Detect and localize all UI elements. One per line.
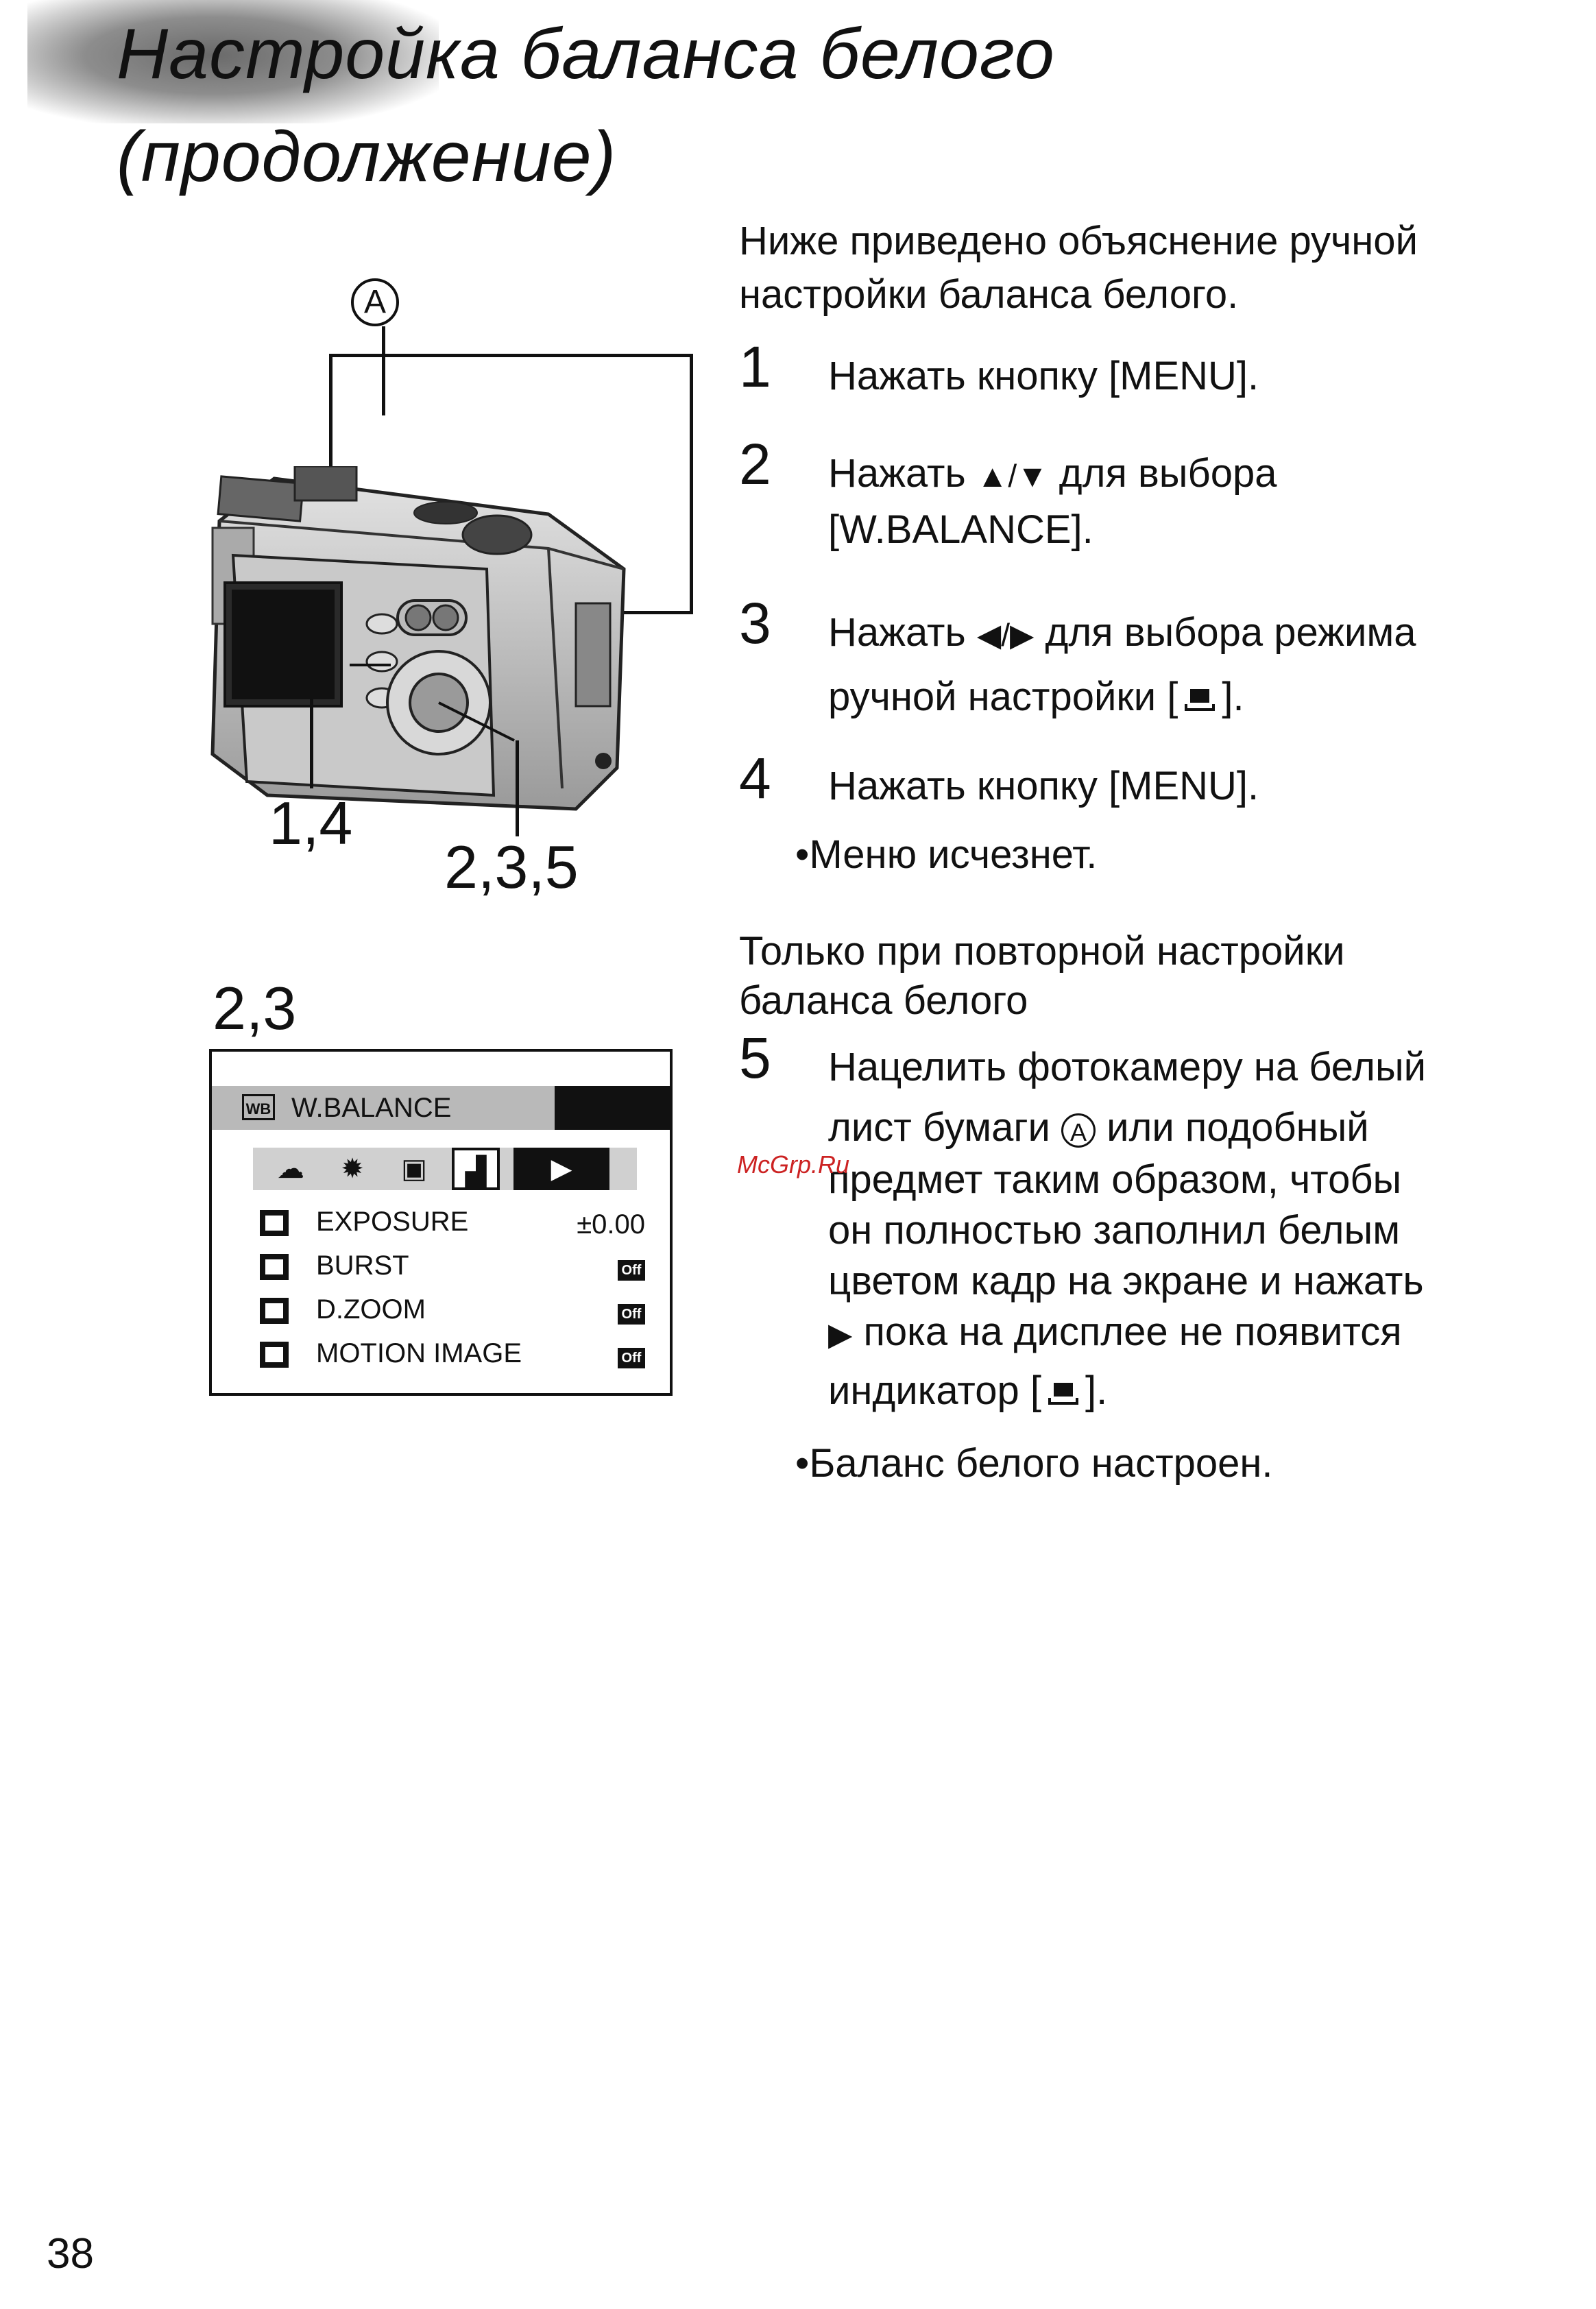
page-title-line2: (продолжение)	[117, 117, 617, 197]
right-arrow-icon: ▶	[828, 1316, 853, 1352]
step-3-number: 3	[739, 591, 771, 655]
step-5-line4: он полностью заполнил белым	[828, 1208, 1401, 1253]
step-5-line6: ▶ пока на дисплее не появится	[828, 1309, 1402, 1354]
menu-item-exposure[interactable]: EXPOSURE	[260, 1200, 468, 1244]
intro-line1: Ниже приведено объяснение ручной	[739, 219, 1418, 263]
frame-left	[329, 354, 332, 491]
menu-item-motion-image[interactable]: MOTION IMAGE	[260, 1331, 522, 1375]
cloudy-mode-icon[interactable]: ☁	[277, 1154, 304, 1184]
menu-title: W.BALANCE	[291, 1093, 452, 1123]
step-5-line1: Нацелить фотокамеру на белый	[828, 1045, 1427, 1089]
dzoom-value: Off	[618, 1288, 645, 1331]
menu-header: WB W.BALANCE	[212, 1086, 670, 1130]
step-5-bullet: •Баланс белого настроен.	[795, 1441, 1273, 1486]
menu-header-dark	[555, 1086, 670, 1130]
intro-line2: настройки баланса белого.	[739, 272, 1239, 317]
page-title-line1: Настройка баланса белого	[117, 14, 1055, 94]
wb-menu-screen: WB W.BALANCE ☁ ✹ ▣ ▟ ▶ EXPOSURE ±0.00 BU…	[209, 1049, 673, 1396]
title-highlight-blob	[27, 0, 439, 123]
repeat-note-line1: Только при повторной настройки	[739, 929, 1345, 974]
leader-235	[516, 740, 519, 836]
step-2-line1: Нажать ▲/▼ для выбора	[828, 451, 1277, 496]
callout-a-leader	[382, 326, 385, 415]
repeat-note-line2: баланса белого	[739, 978, 1028, 1023]
step-5-line5: цветом кадр на экране и нажать	[828, 1259, 1424, 1303]
manual-wb-icon	[1045, 1380, 1081, 1407]
left-right-arrows-icon: ◀/▶	[976, 617, 1035, 653]
bullet-dot: •	[795, 1441, 810, 1486]
step-5-line2: лист бумаги A или подобный	[828, 1105, 1369, 1150]
dzoom-icon	[260, 1298, 289, 1325]
step-1-text: Нажать кнопку [MENU].	[828, 354, 1259, 398]
burst-value: Off	[618, 1244, 645, 1288]
motion-image-value: Off	[618, 1331, 645, 1375]
circle-a-icon: A	[1061, 1113, 1096, 1148]
step-3-line2: ручной настройки [].	[828, 675, 1244, 719]
page-number: 38	[47, 2230, 94, 2277]
label-2-3-5: 2,3,5	[444, 833, 579, 901]
exposure-icon	[260, 1210, 289, 1237]
wb-badge-icon: WB	[242, 1094, 275, 1120]
burst-icon	[260, 1254, 289, 1281]
play-right-icon[interactable]: ▶	[513, 1148, 609, 1190]
wb-mode-row: ☁ ✹ ▣ ▟ ▶	[253, 1148, 637, 1190]
bullet-dot: •	[795, 832, 810, 877]
frame-top	[329, 354, 692, 357]
motion-image-icon	[260, 1342, 289, 1368]
label-1-4: 1,4	[269, 789, 353, 857]
exposure-value: ±0.00	[577, 1209, 645, 1240]
daylight-mode-icon[interactable]: ✹	[341, 1154, 364, 1184]
frame-bottom	[603, 611, 692, 614]
menu-item-dzoom[interactable]: D.ZOOM	[260, 1288, 426, 1331]
step-1-number: 1	[739, 335, 771, 399]
step-4-text: Нажать кнопку [MENU].	[828, 764, 1259, 808]
callout-a-circle: A	[351, 278, 399, 326]
camera-illustration	[210, 466, 626, 811]
frame-right	[690, 354, 693, 614]
step-4-number: 4	[739, 746, 771, 810]
step-3-line1: Нажать ◀/▶ для выбора режима	[828, 610, 1416, 655]
step-5-number: 5	[739, 1026, 771, 1090]
label-2-3: 2,3	[213, 974, 297, 1042]
up-down-arrows-icon: ▲/▼	[976, 458, 1048, 494]
menu-item-burst[interactable]: BURST	[260, 1244, 409, 1288]
step-5-line7: индикатор [].	[828, 1368, 1108, 1413]
manual-wb-icon	[1182, 686, 1218, 714]
leader-14	[310, 686, 313, 788]
watermark: McGrp.Ru	[737, 1150, 850, 1178]
manual-wb-mode-icon[interactable]: ▟	[452, 1148, 500, 1190]
auto-mode-icon[interactable]: ▣	[401, 1154, 427, 1184]
step-2-line2: [W.BALANCE].	[828, 507, 1093, 552]
step-2-number: 2	[739, 432, 771, 496]
step-4-bullet: •Меню исчезнет.	[795, 832, 1098, 877]
step-5-line3: предмет таким образом, чтобы	[828, 1157, 1402, 1202]
